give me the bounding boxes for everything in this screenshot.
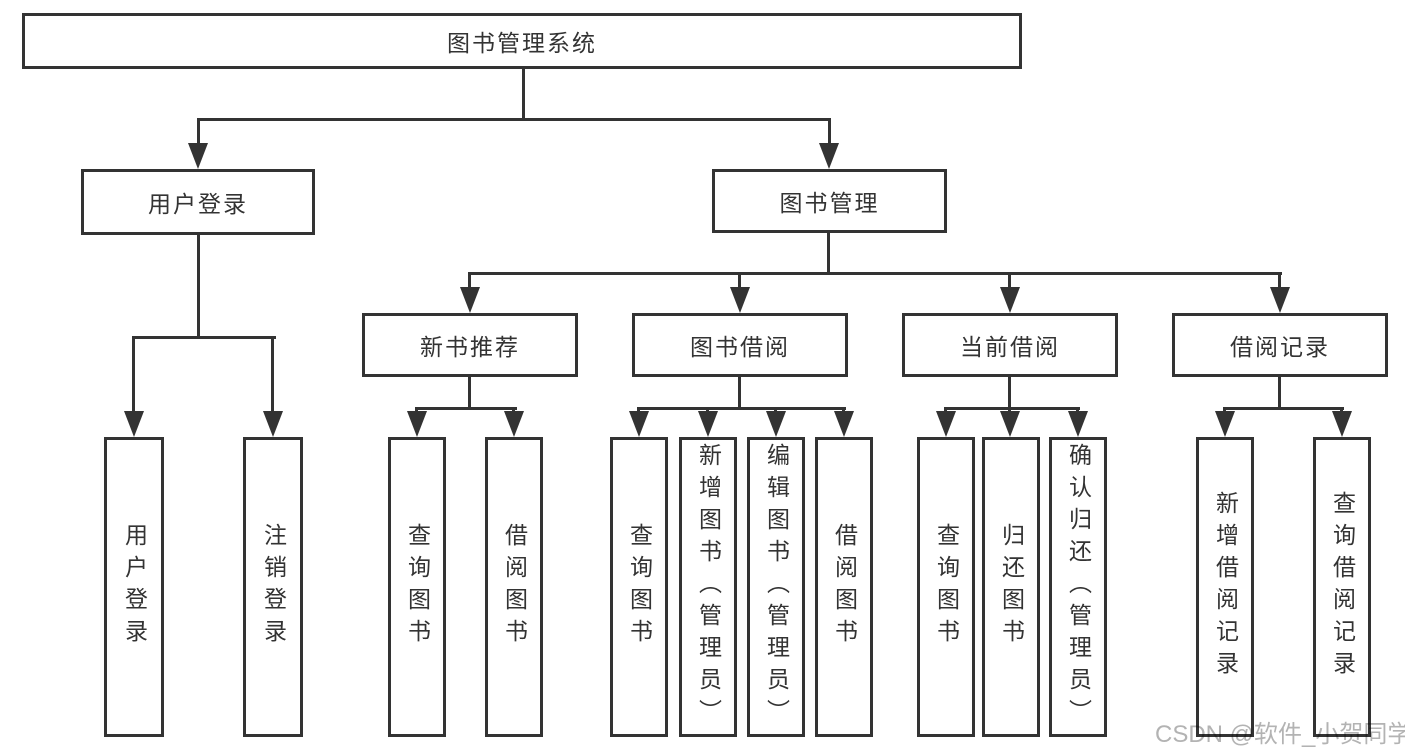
leaf-return-books-label: 归还图书 <box>998 523 1025 651</box>
arrowhead-down-icon <box>730 287 750 313</box>
leaf-user-login-label: 用户登录 <box>121 523 148 651</box>
connector-line <box>828 120 831 145</box>
node-book-borrowing-label: 图书借阅 <box>690 334 790 360</box>
connector-line <box>197 235 200 339</box>
arrowhead-down-icon <box>1215 411 1235 437</box>
leaf-confirm-return-admin: 确认归还（管理员） <box>1049 437 1107 737</box>
node-current-borrowing: 当前借阅 <box>902 313 1118 377</box>
connector-line <box>637 407 846 410</box>
leaf-add-books-admin-label: 新增图书（管理员） <box>695 443 722 731</box>
arrowhead-down-icon <box>629 411 649 437</box>
arrowhead-down-icon <box>1332 411 1352 437</box>
arrowhead-down-icon <box>263 411 283 437</box>
arrowhead-down-icon <box>1000 287 1020 313</box>
leaf-query-books-borrowing-label: 查询图书 <box>626 523 653 651</box>
connector-line <box>468 272 1282 275</box>
leaf-borrow-books-label: 借阅图书 <box>831 523 858 651</box>
arrowhead-down-icon <box>1068 411 1088 437</box>
node-user-login-branch-label: 用户登录 <box>148 191 248 217</box>
leaf-query-borrow-record: 查询借阅记录 <box>1313 437 1371 737</box>
csdn-watermark: CSDN @软件_小贺同学 <box>1155 721 1405 747</box>
node-new-book-recommend: 新书推荐 <box>362 313 578 377</box>
leaf-query-books-recommend-label: 查询图书 <box>404 523 431 651</box>
node-book-management-branch: 图书管理 <box>712 169 947 233</box>
arrowhead-down-icon <box>834 411 854 437</box>
leaf-logout: 注销登录 <box>243 437 303 737</box>
arrowhead-down-icon <box>1000 411 1020 437</box>
leaf-query-borrow-record-label: 查询借阅记录 <box>1329 491 1356 683</box>
connector-line <box>522 68 525 121</box>
node-library-management-system-label: 图书管理系统 <box>447 30 597 56</box>
connector-line <box>271 338 274 413</box>
node-borrowing-records-label: 借阅记录 <box>1230 334 1330 360</box>
leaf-confirm-return-admin-label: 确认归还（管理员） <box>1065 443 1092 731</box>
leaf-add-books-admin: 新增图书（管理员） <box>679 437 737 737</box>
arrowhead-down-icon <box>504 411 524 437</box>
leaf-user-login: 用户登录 <box>104 437 164 737</box>
leaf-edit-books-admin: 编辑图书（管理员） <box>747 437 805 737</box>
arrowhead-down-icon <box>936 411 956 437</box>
arrowhead-down-icon <box>1270 287 1290 313</box>
connector-line <box>197 118 831 121</box>
connector-line <box>944 407 1080 410</box>
arrowhead-down-icon <box>124 411 144 437</box>
leaf-borrow-books-recommend: 借阅图书 <box>485 437 543 737</box>
connector-line <box>415 407 517 410</box>
connector-line <box>468 377 471 409</box>
connector-line <box>468 274 471 289</box>
connector-line <box>1223 407 1344 410</box>
node-borrowing-records: 借阅记录 <box>1172 313 1388 377</box>
leaf-logout-label: 注销登录 <box>260 523 287 651</box>
node-user-login-branch: 用户登录 <box>81 169 315 235</box>
arrowhead-down-icon <box>188 143 208 169</box>
arrowhead-down-icon <box>698 411 718 437</box>
arrowhead-down-icon <box>766 411 786 437</box>
leaf-add-borrow-record: 新增借阅记录 <box>1196 437 1254 737</box>
connector-line <box>1008 274 1011 289</box>
arrowhead-down-icon <box>460 287 480 313</box>
leaf-add-borrow-record-label: 新增借阅记录 <box>1212 491 1239 683</box>
connector-line <box>738 377 741 409</box>
leaf-query-books-current: 查询图书 <box>917 437 975 737</box>
connector-line <box>132 338 135 413</box>
node-book-management-branch-label: 图书管理 <box>779 190 880 216</box>
leaf-borrow-books: 借阅图书 <box>815 437 873 737</box>
node-library-management-system: 图书管理系统 <box>22 13 1022 69</box>
connector-line <box>1278 274 1281 289</box>
node-current-borrowing-label: 当前借阅 <box>960 334 1060 360</box>
leaf-query-books-current-label: 查询图书 <box>933 523 960 651</box>
leaf-borrow-books-recommend-label: 借阅图书 <box>501 523 528 651</box>
connector-line <box>132 336 276 339</box>
connector-line <box>1278 377 1281 409</box>
connector-line <box>197 120 200 145</box>
arrowhead-down-icon <box>819 143 839 169</box>
arrowhead-down-icon <box>407 411 427 437</box>
node-book-borrowing: 图书借阅 <box>632 313 848 377</box>
leaf-return-books: 归还图书 <box>982 437 1040 737</box>
connector-line <box>827 233 830 275</box>
connector-line <box>1008 377 1011 409</box>
leaf-query-books-recommend: 查询图书 <box>388 437 446 737</box>
node-new-book-recommend-label: 新书推荐 <box>420 334 520 360</box>
leaf-query-books-borrowing: 查询图书 <box>610 437 668 737</box>
leaf-edit-books-admin-label: 编辑图书（管理员） <box>763 443 790 731</box>
connector-line <box>738 274 741 289</box>
